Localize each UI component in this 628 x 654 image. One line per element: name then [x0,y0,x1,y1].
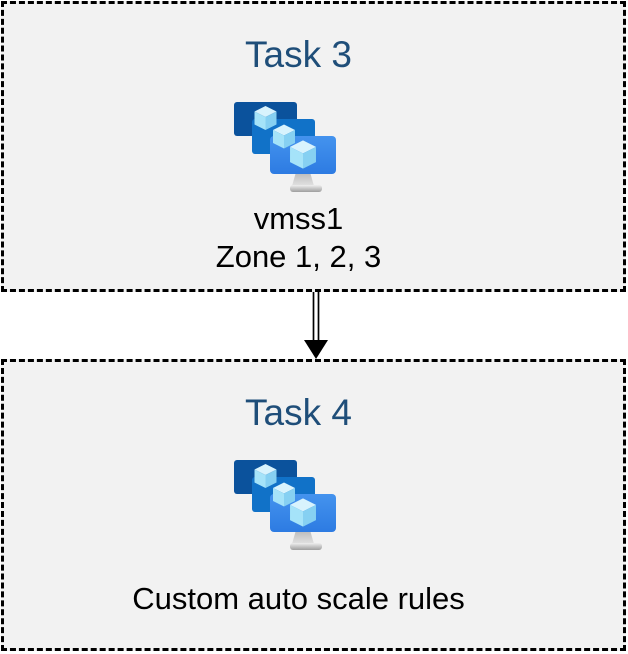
task4-caption: Custom auto scale rules [132,580,465,618]
vm-scale-sets-icon [234,460,341,550]
zones-label: Zone 1, 2, 3 [215,239,382,274]
task4-box: Task 4 Custom auto scale rules [1,359,626,651]
down-arrow-connector [304,292,328,359]
task3-title: Task 3 [245,34,352,75]
task3-box: Task 3 vmss1 Zone 1, 2, 3 [1,1,626,292]
autoscale-rules-label: Custom auto scale rules [132,581,465,616]
vmss-name-label: vmss1 [253,201,344,236]
task4-title: Task 4 [245,392,352,433]
vm-scale-sets-icon [234,102,341,192]
task3-caption: vmss1 Zone 1, 2, 3 [216,200,381,276]
